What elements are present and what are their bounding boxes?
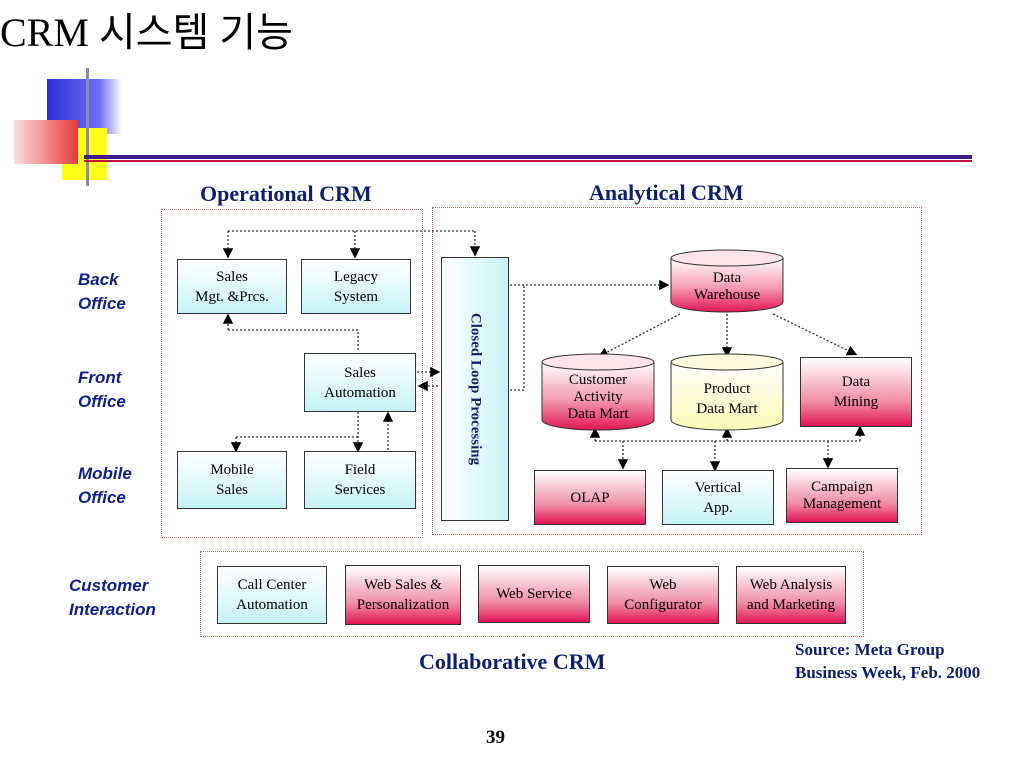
page-title: CRM 시스템 기능 bbox=[0, 10, 293, 55]
source-line-2: Business Week, Feb. 2000 bbox=[795, 663, 981, 682]
collaborative-region bbox=[200, 551, 864, 637]
row-label-back-office: Back Office bbox=[78, 270, 126, 313]
campaign-management-box: Campaign Management bbox=[786, 468, 898, 523]
analytical-crm-title: Analytical CRM bbox=[589, 180, 744, 205]
web-configurator-box: Web Configurator bbox=[607, 566, 719, 624]
data-warehouse-label: Data Warehouse bbox=[693, 270, 761, 303]
title-rule-dark bbox=[84, 155, 972, 159]
row-label-mobile-office: Mobile Office bbox=[78, 464, 132, 507]
row-label-front-office: Front Office bbox=[78, 368, 126, 411]
source-line-1: Source: Meta Group bbox=[795, 640, 945, 659]
sales-mgt-box: Sales Mgt. &Prcs. bbox=[177, 259, 287, 314]
vertical-app-box: Vertical App. bbox=[662, 470, 774, 525]
row-label-customer-interaction: Customer Interaction bbox=[69, 576, 156, 619]
web-service-box: Web Service bbox=[478, 565, 590, 623]
customer-activity-label: Customer Activity Data Mart bbox=[567, 371, 629, 422]
call-center-box: Call Center Automation bbox=[217, 566, 327, 624]
legacy-system-box: Legacy System bbox=[301, 259, 411, 314]
data-mining-box: Data Mining bbox=[800, 357, 912, 427]
page-number: 39 bbox=[486, 727, 505, 748]
olap-box: OLAP bbox=[534, 470, 646, 525]
web-analysis-box: Web Analysis and Marketing bbox=[736, 566, 846, 624]
mobile-sales-box: Mobile Sales bbox=[177, 451, 287, 509]
decor-vertical-line bbox=[86, 68, 89, 186]
title-rule-red bbox=[84, 160, 972, 162]
decor-red-square bbox=[14, 120, 78, 164]
collaborative-crm-title: Collaborative CRM bbox=[419, 649, 606, 674]
closed-loop-processing-box bbox=[441, 257, 509, 521]
operational-crm-title: Operational CRM bbox=[200, 181, 372, 206]
product-data-mart-cylinder bbox=[670, 353, 784, 431]
operational-region bbox=[161, 209, 423, 538]
data-warehouse-cylinder bbox=[670, 249, 784, 313]
web-sales-box: Web Sales & Personalization bbox=[345, 565, 461, 625]
field-services-box: Field Services bbox=[304, 451, 416, 509]
product-data-mart-label: Product Data Mart bbox=[696, 381, 758, 417]
customer-activity-cylinder bbox=[541, 353, 655, 431]
sales-automation-box: Sales Automation bbox=[304, 353, 416, 412]
